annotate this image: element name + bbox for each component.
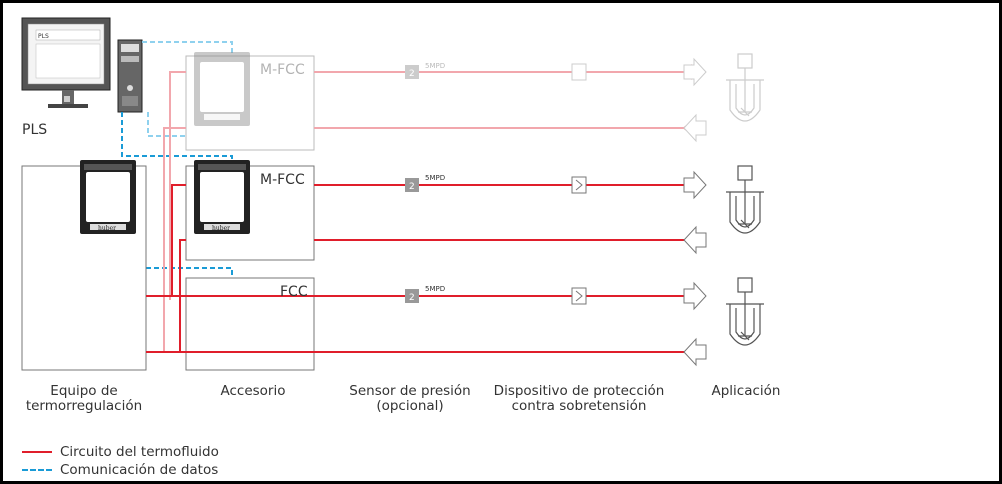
column-label-accessory: Accesorio [220, 383, 286, 399]
svg-text:5MPD: 5MPD [425, 285, 445, 293]
svg-text:5MPD: 5MPD [425, 174, 445, 182]
svg-text:2: 2 [409, 182, 415, 192]
accessory-box-fcc [185, 277, 315, 371]
fcc-label: FCC [280, 284, 308, 300]
data-line-fcc [146, 267, 233, 278]
legend-data-label: Comunicación de datos [60, 462, 219, 478]
reactor-icon-fcc [726, 277, 764, 346]
legend-data-swatch [22, 469, 52, 471]
svg-text:2: 2 [409, 69, 415, 79]
thermofluid-circuit-faded [146, 64, 702, 353]
mfcc-label: M-FCC [260, 172, 305, 188]
legend-thermofluid: Circuito del termofluido [22, 444, 219, 460]
surge-protector-mfcc [571, 176, 587, 194]
surge-protector-faded [571, 63, 587, 81]
reactor-icon-mfcc [726, 165, 764, 234]
svg-text:2: 2 [409, 293, 415, 303]
pls-tower-icon [117, 39, 143, 113]
flow-arrows [683, 57, 707, 367]
reactor-icon-faded [726, 53, 764, 122]
column-label-pressure-sensor: Sensor de presión(opcional) [349, 383, 471, 414]
data-line-faded [142, 41, 233, 56]
pressure-sensor-mfcc: 2 5MPD [405, 174, 445, 192]
legend-thermofluid-swatch [22, 451, 52, 453]
svg-text:huber: huber [212, 225, 230, 232]
pressure-sensor-fcc: 2 5MPD [405, 285, 445, 303]
data-line-faded-2 [147, 112, 190, 137]
pls-monitor-icon: PLS [21, 17, 111, 108]
surge-protector-fcc [571, 287, 587, 305]
mfcc-faded-label: M-FCC [260, 62, 305, 78]
svg-text:huber: huber [98, 225, 116, 232]
svg-text:5MPD: 5MPD [425, 62, 445, 70]
accessory-box-faded [185, 55, 315, 151]
column-label-application: Aplicación [711, 383, 781, 399]
legend-data: Comunicación de datos [22, 462, 218, 478]
legend-thermofluid-label: Circuito del termofluido [60, 444, 219, 460]
controller-icon-main: huber [80, 160, 136, 234]
pressure-sensor-faded [405, 65, 419, 79]
controller-icon-faded [194, 52, 250, 126]
controller-icon-mfcc: huber [194, 160, 250, 234]
pls-label: PLS [22, 122, 48, 138]
svg-text:PLS: PLS [38, 33, 49, 40]
data-line-mfcc [121, 112, 233, 166]
